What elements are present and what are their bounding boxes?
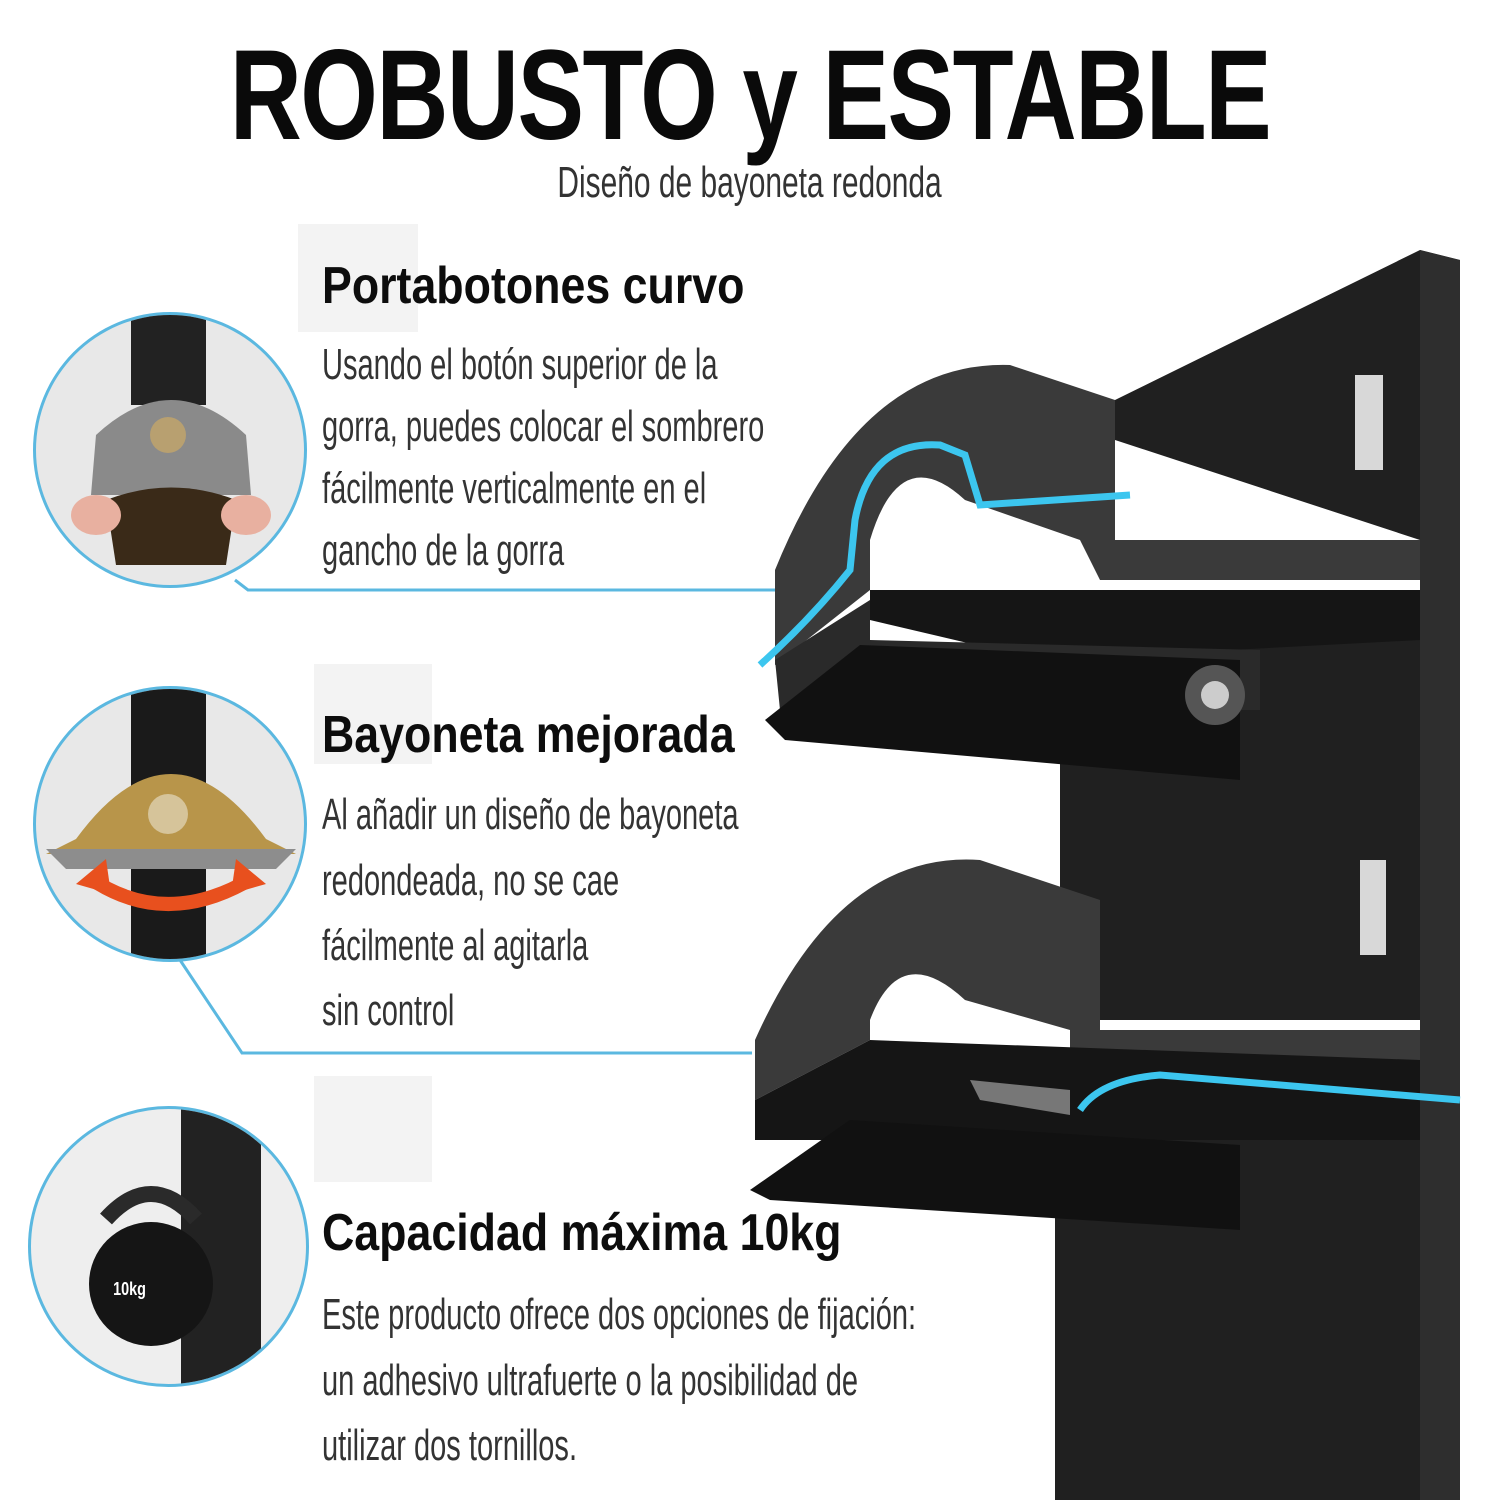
section-text: gancho de la gorra: [322, 526, 565, 575]
decor-square: [314, 664, 432, 764]
bayonet-photo: [33, 686, 307, 962]
decor-square: [314, 1076, 432, 1182]
section-text: redondeada, no se cae: [322, 856, 620, 905]
section-text: fácilmente al agitarla: [322, 921, 589, 970]
kettlebell-label: 10kg: [113, 1279, 146, 1299]
hat-rack-product-image: [750, 250, 1461, 1500]
page-title: ROBUSTO y ESTABLE: [229, 24, 1272, 167]
cap-hanging-photo: [33, 312, 307, 588]
section-text: Al añadir un diseño de bayoneta: [322, 790, 739, 839]
kettlebell-photo: 10kg: [28, 1106, 309, 1387]
section-text: sin control: [322, 986, 455, 1035]
section-text: utilizar dos tornillos.: [322, 1421, 578, 1470]
section-text: fácilmente verticalmente en el: [322, 464, 707, 513]
section-heading: Portabotones curvo: [322, 257, 745, 315]
section-text: gorra, puedes colocar el sombrero: [322, 402, 765, 451]
section-text: Usando el botón superior de la: [322, 340, 718, 389]
subtitle: Diseño de bayoneta redonda: [557, 158, 943, 207]
section-heading: Bayoneta mejorada: [322, 706, 735, 764]
decor-square: [298, 224, 418, 332]
section-text: un adhesivo ultrafuerte o la posibilidad…: [322, 1356, 858, 1405]
section-text: Este producto ofrece dos opciones de fij…: [322, 1290, 917, 1339]
section-heading: Capacidad máxima 10kg: [322, 1204, 842, 1262]
